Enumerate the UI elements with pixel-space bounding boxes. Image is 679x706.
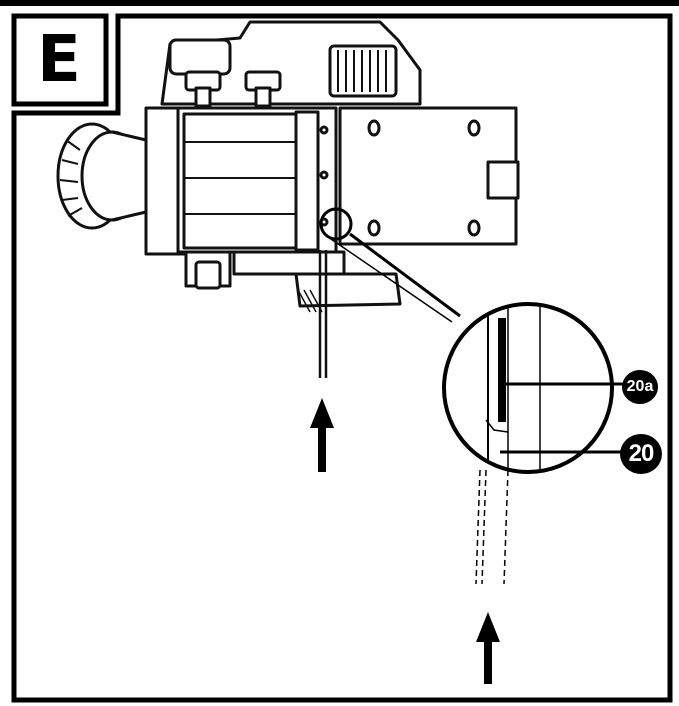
guide-rod (318, 250, 328, 378)
callout-20: 20 (620, 434, 662, 474)
callout-20a: 20a (622, 370, 658, 404)
up-arrow-icon (310, 398, 334, 472)
top-rule (0, 0, 679, 6)
panel-label: E (37, 23, 81, 97)
dashed-projection (475, 469, 509, 585)
label-box (11, 13, 109, 107)
detail-marker (319, 207, 353, 241)
magnifier-circle (442, 302, 614, 474)
up-arrow-icon (476, 612, 500, 684)
diagram-frame (11, 13, 673, 703)
magnifier-connector (349, 232, 461, 318)
machine-illustration (56, 20, 520, 313)
